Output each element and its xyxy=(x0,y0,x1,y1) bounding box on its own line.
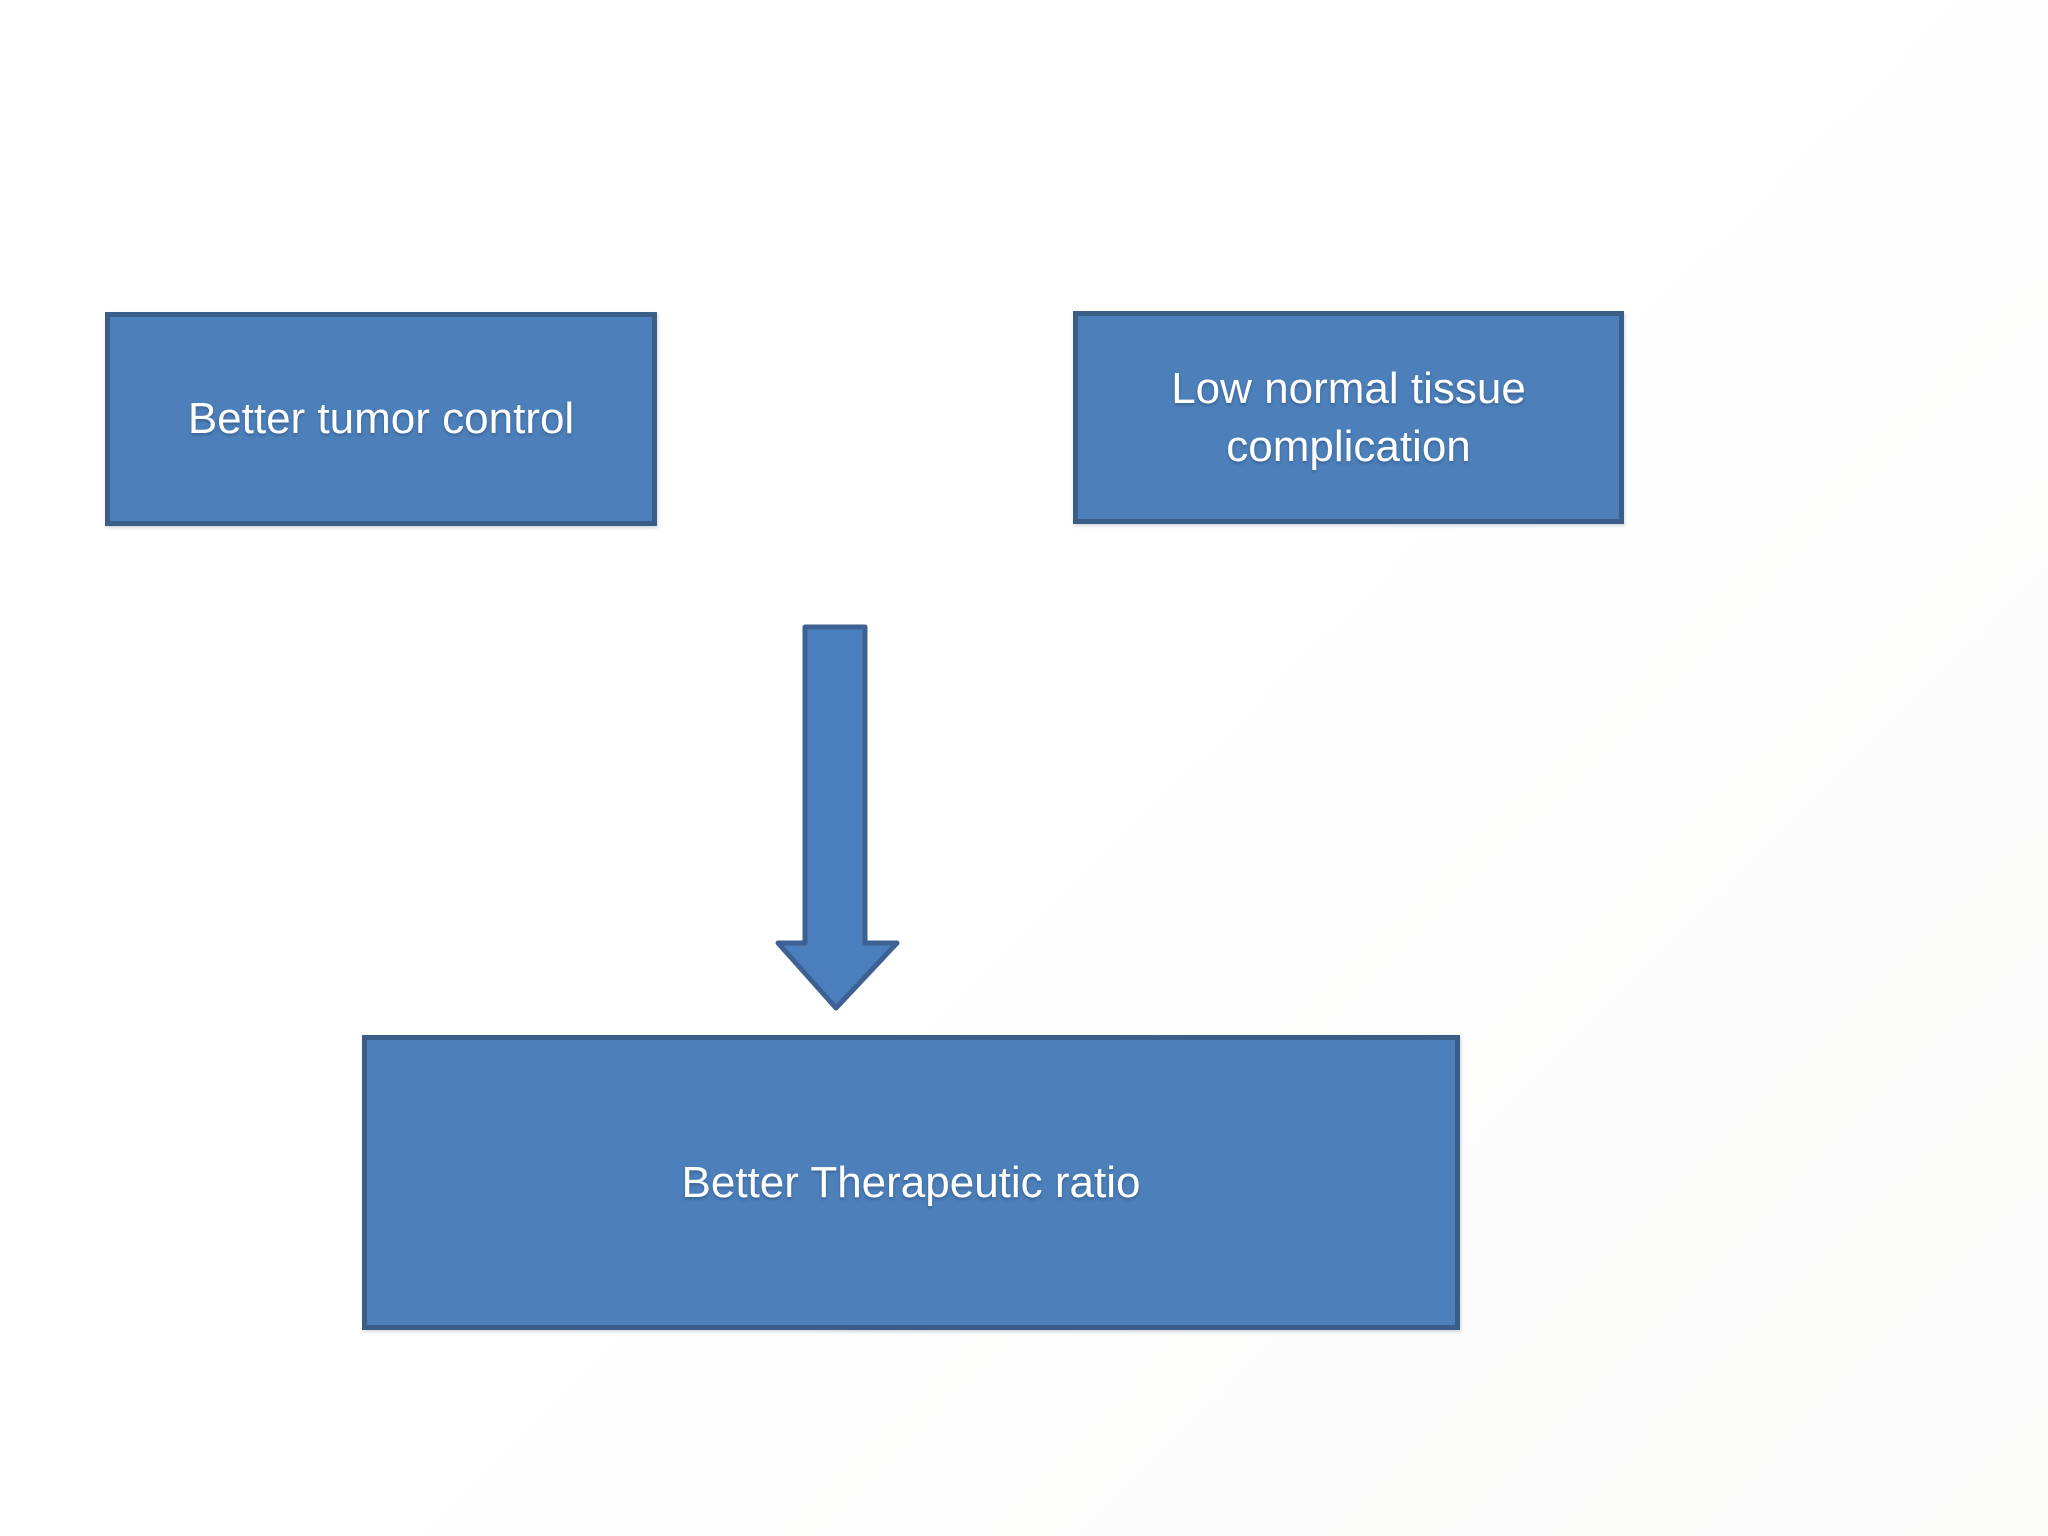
node-low-normal-tissue-complication-label: Low normal tissue complication xyxy=(1171,364,1526,471)
node-better-therapeutic-ratio-label: Better Therapeutic ratio xyxy=(681,1157,1141,1207)
node-low-normal-tissue-complication: Low normal tissue complication xyxy=(1073,311,1624,524)
down-arrow-shape xyxy=(775,624,900,1011)
node-better-therapeutic-ratio: Better Therapeutic ratio xyxy=(362,1035,1460,1330)
node-better-tumor-control-label: Better tumor control xyxy=(187,394,575,444)
node-better-tumor-control: Better tumor control xyxy=(105,312,657,526)
down-arrow-icon xyxy=(775,624,900,1011)
